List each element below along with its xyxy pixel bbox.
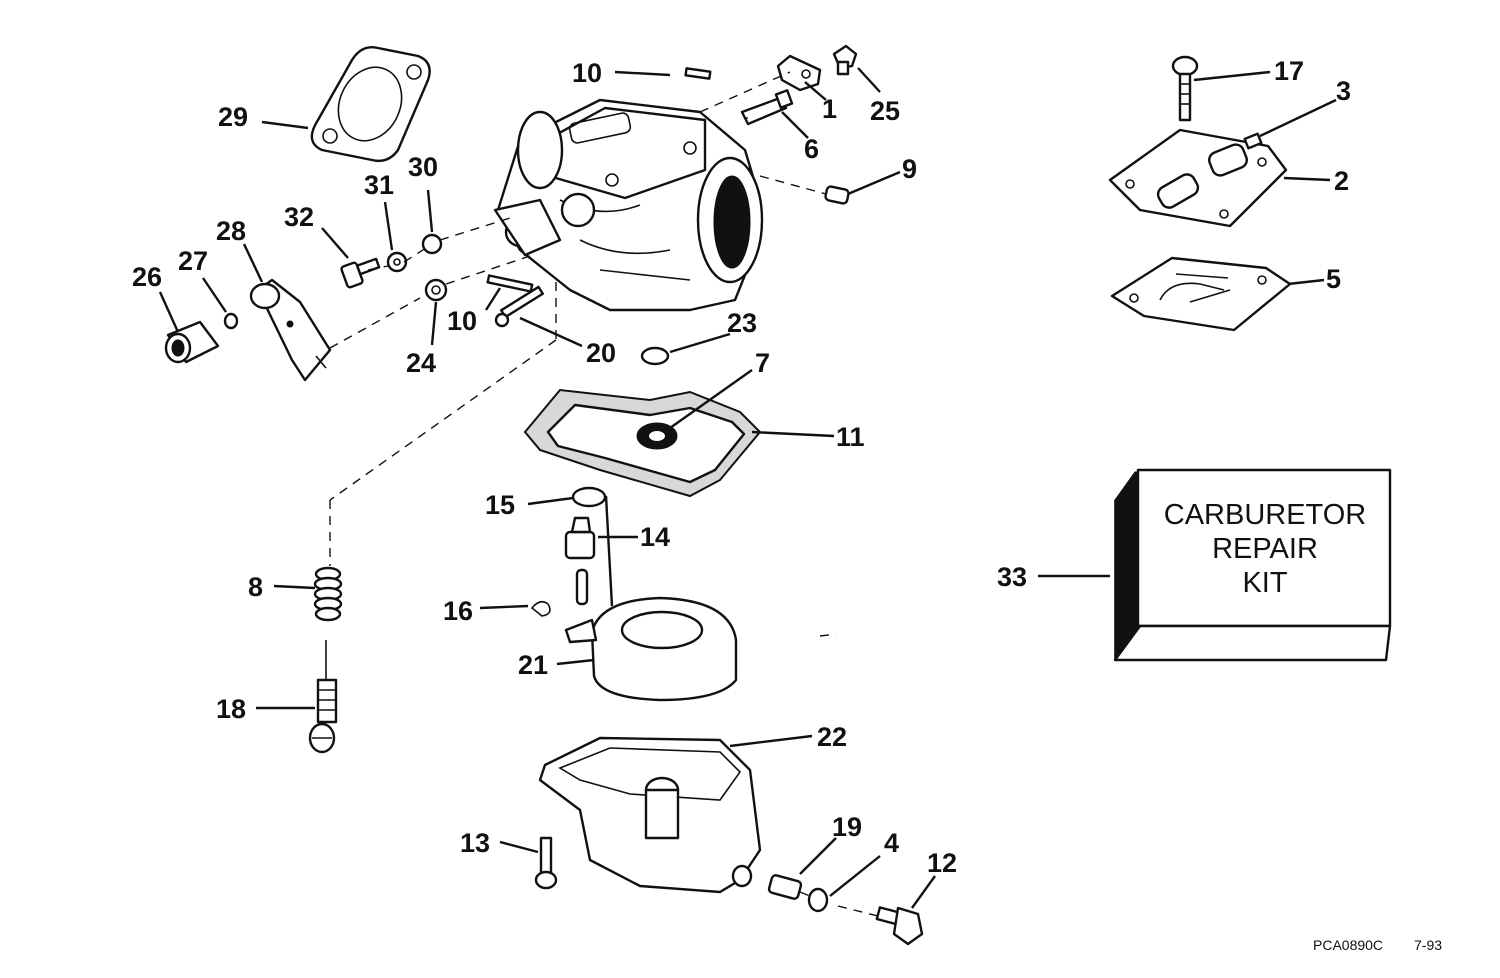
callout-4: 4: [884, 828, 899, 858]
leader-lines: [158, 67, 1337, 909]
part-23-plug: [640, 346, 670, 366]
part-31-washer: [386, 251, 408, 273]
part-26-bushing: [164, 320, 220, 364]
part-4-washer: [807, 887, 829, 913]
part-18-needle-valve: [308, 640, 338, 754]
carburetor-body: [493, 98, 764, 312]
assembly-dashed-lines: [329, 71, 879, 917]
callout-12: 12: [927, 848, 957, 878]
callout-26: 26: [132, 262, 162, 292]
callout-30: 30: [408, 152, 438, 182]
callout-22: 22: [817, 722, 847, 752]
callout-21: 21: [518, 650, 548, 680]
part-24-washer: [424, 278, 448, 302]
part-21-float: [564, 596, 738, 702]
part-27-o-ring: [223, 312, 239, 330]
callout-15: 15: [485, 490, 515, 520]
callout-19: 19: [832, 812, 862, 842]
part-16-clip: [530, 600, 551, 617]
part-17-screw: [1171, 55, 1199, 122]
callout-27: 27: [178, 246, 208, 276]
callout-20: 20: [586, 338, 616, 368]
part-29-flange-gasket: [310, 46, 431, 163]
callout-17: 17: [1274, 56, 1304, 86]
kit-label-line-2: REPAIR: [1212, 533, 1318, 565]
callout-18: 18: [216, 694, 246, 724]
drawing-code: PCA0890C 7-93: [1313, 937, 1442, 953]
part-12-drain-plug: [875, 906, 924, 946]
part-5-diaphragm: [1110, 256, 1292, 332]
callout-31: 31: [364, 170, 394, 200]
part-25-screw: [832, 44, 858, 76]
callout-9: 9: [902, 154, 917, 184]
drawing-code-number: PCA0890C: [1313, 937, 1383, 953]
part-1-bracket: [776, 54, 822, 92]
part-15-o-ring: [571, 486, 607, 508]
callout-29: 29: [218, 102, 248, 132]
part-8-spring: [313, 566, 343, 622]
part-10-pin-lower: [486, 274, 534, 293]
part-20-screw: [494, 285, 544, 328]
part-28-throttle-lever: [249, 278, 332, 382]
part-22-float-bowl: [538, 736, 762, 894]
callout-23: 23: [727, 308, 757, 338]
part-6-screw: [740, 89, 794, 126]
kit-label-line-3: KIT: [1242, 567, 1287, 599]
callout-10-lower: 10: [447, 306, 477, 336]
part-19-jet: [767, 874, 803, 900]
callout-10-top: 10: [572, 58, 602, 88]
part-32-screw: [340, 257, 381, 289]
callout-25: 25: [870, 96, 900, 126]
callout-labels: 10 1 25 6 9 29 30 31 32 28 27 26 10 24 2…: [132, 56, 1351, 878]
part-30-lockwasher: [421, 233, 443, 255]
callout-1: 1: [822, 94, 837, 124]
part-14-needle-seat: [564, 516, 596, 606]
part-13-screw: [534, 836, 558, 890]
callout-11: 11: [836, 422, 865, 452]
callout-13: 13: [460, 828, 490, 858]
callout-8: 8: [248, 572, 263, 602]
callout-14: 14: [640, 522, 670, 552]
callout-2: 2: [1334, 166, 1349, 196]
callout-28: 28: [216, 216, 246, 246]
callout-32: 32: [284, 202, 314, 232]
part-33-repair-kit-box: CARBURETOR REPAIR KIT: [1113, 468, 1392, 662]
callout-16: 16: [443, 596, 473, 626]
part-3-fitting: [1243, 132, 1263, 150]
drawing-code-date: 7-93: [1414, 937, 1442, 953]
callout-7: 7: [755, 348, 770, 378]
callout-33: 33: [997, 562, 1027, 592]
callout-6: 6: [804, 134, 819, 164]
part-7-seal: [636, 422, 678, 450]
part-9-plug: [824, 185, 850, 205]
callout-24: 24: [406, 348, 436, 378]
callout-5: 5: [1326, 264, 1341, 294]
part-2-cover: [1108, 128, 1288, 228]
callout-3: 3: [1336, 76, 1351, 106]
part-10-pin-top: [684, 67, 712, 80]
kit-label-line-1: CARBURETOR: [1164, 499, 1367, 531]
